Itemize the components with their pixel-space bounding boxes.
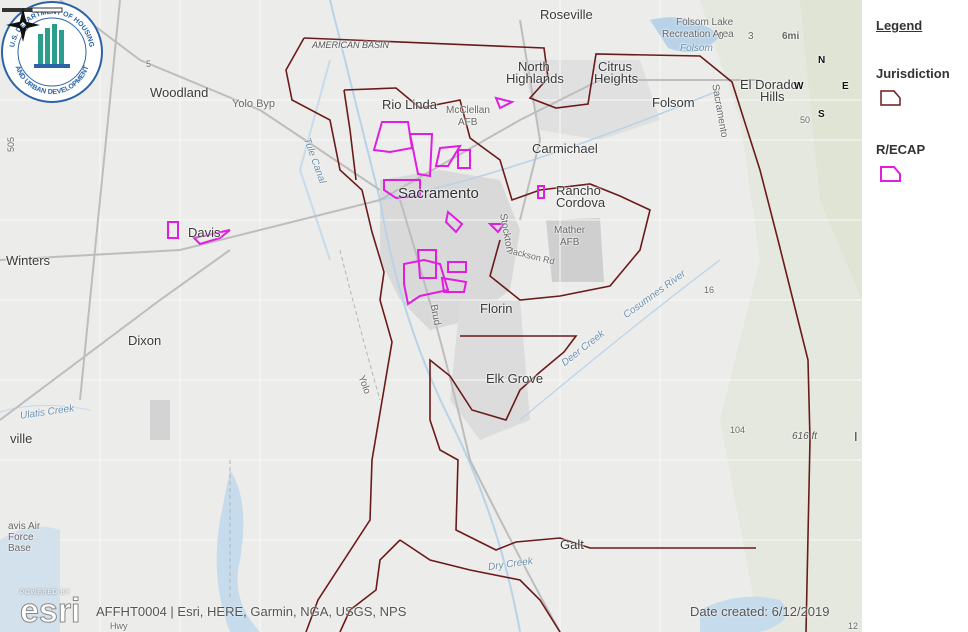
- map-label-mather: Mather: [554, 225, 586, 236]
- map-label-winters: Winters: [6, 253, 51, 268]
- map-label-elk-grove: Elk Grove: [486, 371, 544, 386]
- jurisdiction-swatch-icon: [880, 90, 901, 106]
- compass-s: S: [818, 109, 825, 120]
- scale-bar: [2, 7, 63, 13]
- map-label-route-5: 5: [146, 59, 152, 69]
- map-label-highlands: Highlands: [506, 71, 564, 86]
- compass-w: W: [794, 81, 804, 92]
- map-label-roseville: Roseville: [540, 7, 593, 22]
- legend-jurisdiction-label: Jurisdiction: [876, 66, 950, 81]
- map-label-dixon: Dixon: [128, 333, 162, 348]
- legend-recap-label: R/ECAP: [876, 142, 926, 157]
- map-label-florin: Florin: [480, 301, 513, 316]
- esri-logo: POWERED BY esri: [20, 590, 81, 630]
- scale-label-zero: 0: [718, 31, 724, 42]
- map-label-yolo-byp: Yolo Byp: [232, 98, 276, 110]
- map-label-sacramento: Sacramento: [398, 185, 479, 202]
- map-label-folsom: Folsom: [652, 95, 695, 110]
- map-label-mcclellan: McClellan: [446, 105, 490, 116]
- map-label-woodland: Woodland: [150, 85, 209, 100]
- map-label-elevation: 616 ft: [792, 431, 818, 442]
- map-view[interactable]: Roseville Folsom Lake Recreation Area Fo…: [0, 0, 862, 632]
- map-label-heights: Heights: [594, 71, 639, 86]
- compass-n: N: [818, 55, 826, 66]
- esri-powered-by: POWERED BY: [20, 590, 71, 596]
- map-label-recreation-area: Recreation Area: [662, 29, 734, 40]
- map-label-folsom-water: Folsom: [680, 43, 713, 54]
- esri-wordmark: esri: [20, 592, 81, 630]
- scale-label-three: 3: [748, 31, 754, 42]
- legend-title: Legend: [876, 18, 923, 33]
- map-label-rio-linda: Rio Linda: [382, 97, 437, 112]
- map-label-route-12: 12: [848, 621, 859, 631]
- map-label-el-dorado: El Dorado: [740, 77, 798, 92]
- map-label-route-505: 505: [6, 136, 17, 153]
- map-attribution: AFFHT0004 | Esri, HERE, Garmin, NGA, USG…: [96, 604, 407, 619]
- map-label-hills: Hills: [760, 89, 785, 104]
- map-label-ville: ville: [10, 431, 33, 446]
- map-label-citrus: Citrus: [598, 59, 632, 74]
- map-base: [0, 0, 862, 632]
- recap-areas: [167, 96, 545, 306]
- map-label-mcclellan-afb: AFB: [458, 117, 478, 128]
- map-label-mather-afb: AFB: [560, 237, 580, 248]
- map-label-galt: Galt: [560, 537, 584, 552]
- legend-panel: Legend Jurisdiction R/ECAP: [862, 0, 968, 632]
- map-label-route-104: 104: [730, 425, 746, 435]
- map-label-travis-air: avis Air: [8, 521, 41, 532]
- scale-label-six: 6mi: [782, 31, 800, 42]
- map-label-folsom-lake: Folsom Lake: [676, 17, 734, 28]
- date-created: Date created: 6/12/2019: [690, 604, 830, 619]
- north-arrow-icon: [6, 8, 40, 42]
- map-label-american-basin: AMERICAN BASIN: [312, 40, 390, 50]
- map-label-rancho: Rancho: [556, 183, 601, 198]
- map-label-route-50: 50: [800, 115, 811, 125]
- map-label-north: North: [518, 59, 550, 74]
- map-label-hwy: Hwy: [110, 621, 128, 631]
- map-label-carmichael: Carmichael: [532, 141, 598, 156]
- map-label-travis-base: Base: [8, 543, 31, 554]
- recap-swatch-icon: [880, 166, 901, 182]
- map-label-i: I: [854, 429, 858, 444]
- jurisdiction-boundary: [285, 37, 811, 632]
- map-label-cordova: Cordova: [556, 195, 606, 210]
- map-label-route-16: 16: [704, 285, 715, 295]
- map-label-davis: Davis: [188, 225, 221, 240]
- compass-e: E: [842, 81, 849, 92]
- map-label-travis-force: Force: [8, 532, 34, 543]
